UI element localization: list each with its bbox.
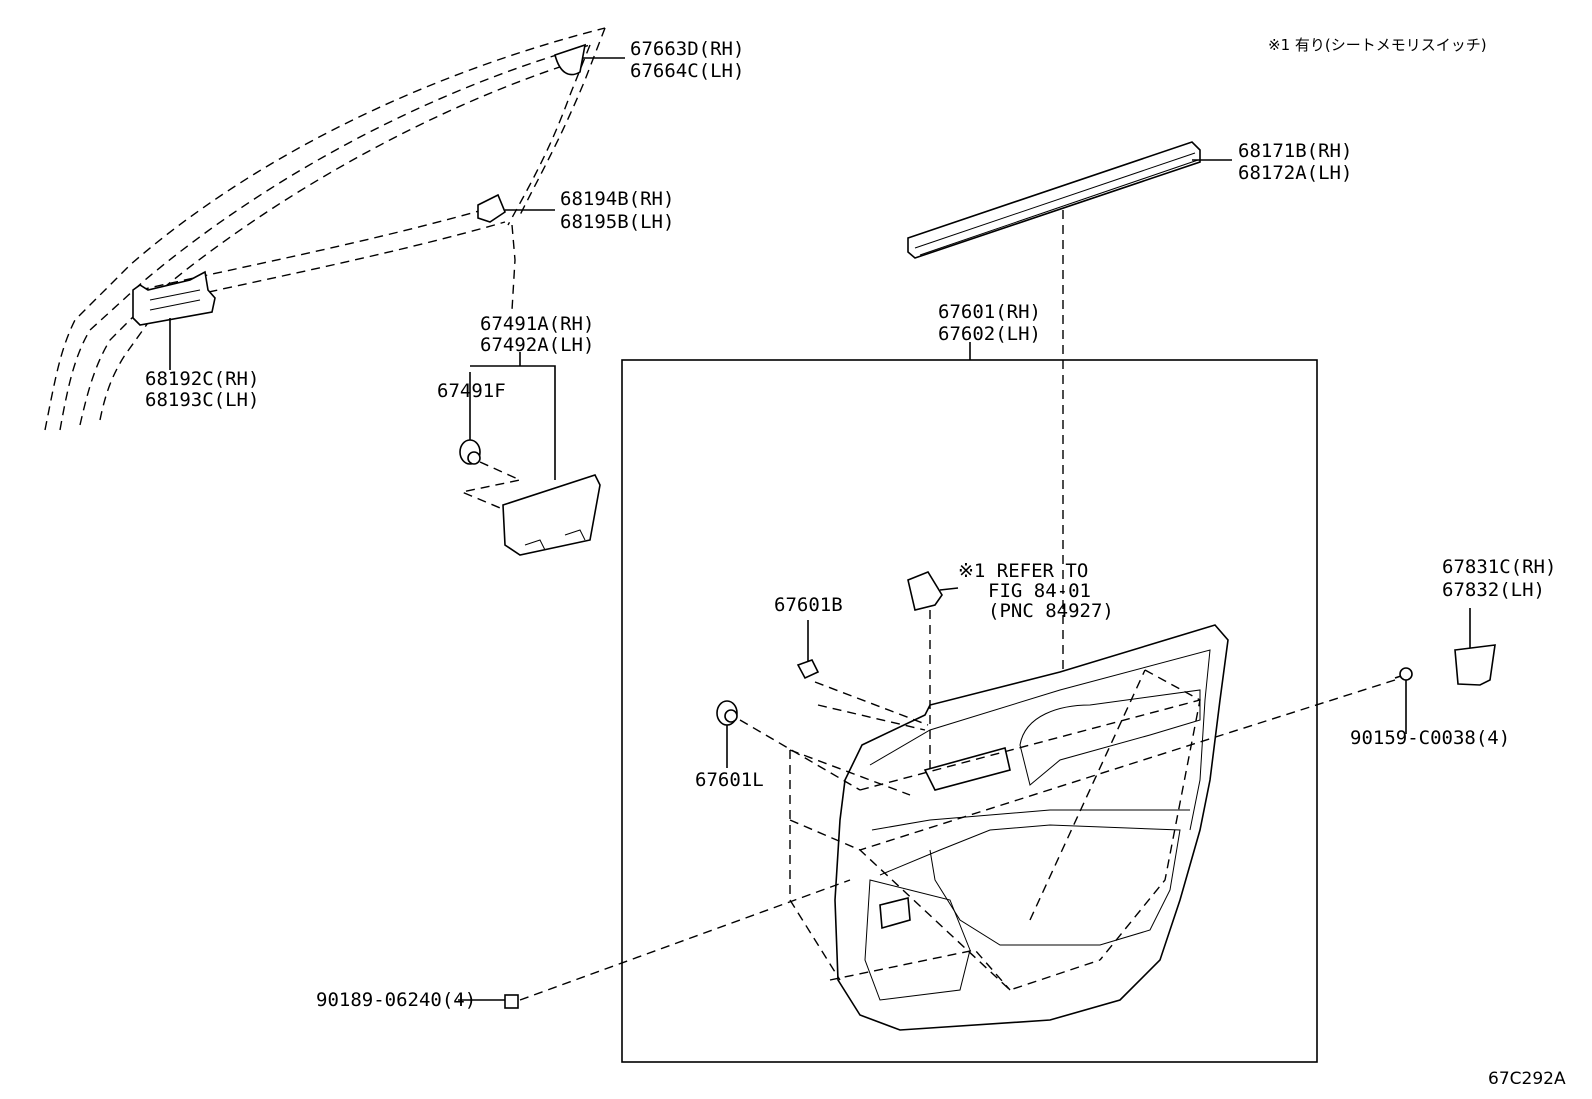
label-68193c: 68193C(LH) bbox=[145, 389, 259, 411]
label-67602: 67602(LH) bbox=[938, 323, 1041, 345]
label-67601: 67601(RH) bbox=[938, 301, 1041, 323]
label-67601b: 67601B bbox=[774, 594, 843, 616]
label-67491f: 67491F bbox=[437, 380, 506, 402]
label-67832: 67832(LH) bbox=[1442, 579, 1545, 601]
label-68192c: 68192C(RH) bbox=[145, 368, 259, 390]
belt-clip-part bbox=[477, 193, 555, 223]
belt-molding-part bbox=[907, 141, 1232, 670]
armrest-bracket-group bbox=[459, 352, 601, 556]
label-68172a: 68172A(LH) bbox=[1238, 162, 1352, 184]
label-68171b: 68171B(RH) bbox=[1238, 140, 1352, 162]
refer-line2: FIG 84-01 bbox=[988, 580, 1091, 602]
mirror-base-bracket-part bbox=[132, 270, 216, 370]
switch-part bbox=[907, 571, 959, 611]
label-67492a: 67492A(LH) bbox=[480, 334, 594, 356]
screw-90189-part bbox=[458, 879, 851, 1009]
fastener-lines bbox=[739, 610, 1201, 991]
label-67601l: 67601L bbox=[695, 769, 764, 791]
label-68195b: 68195B(LH) bbox=[560, 211, 674, 233]
refer-line3: (PNC 84927) bbox=[988, 600, 1114, 622]
label-67664c: 67664C(LH) bbox=[630, 60, 744, 82]
door-trim-panel bbox=[834, 624, 1229, 1031]
door-frame-outline bbox=[44, 27, 606, 431]
figure-code: 67C292A bbox=[1488, 1069, 1566, 1089]
refer-line1: ※1 REFER TO bbox=[958, 560, 1088, 582]
screw-90159-part bbox=[859, 667, 1413, 851]
label-67663d: 67663D(RH) bbox=[630, 38, 744, 60]
label-67831c: 67831C(RH) bbox=[1442, 556, 1556, 578]
label-67491a: 67491A(RH) bbox=[480, 313, 594, 335]
label-68194b: 68194B(RH) bbox=[560, 188, 674, 210]
clip-67601l-part bbox=[716, 700, 738, 768]
clip-67601b-part bbox=[796, 620, 820, 680]
corner-cover-part bbox=[554, 43, 625, 76]
cover-67831c-part bbox=[1454, 608, 1496, 686]
label-90159: 90159-C0038(4) bbox=[1350, 727, 1510, 749]
header-note: ※1 有り(シートメモリスイッチ) bbox=[1268, 36, 1487, 54]
label-90189: 90189-06240(4) bbox=[316, 989, 476, 1011]
